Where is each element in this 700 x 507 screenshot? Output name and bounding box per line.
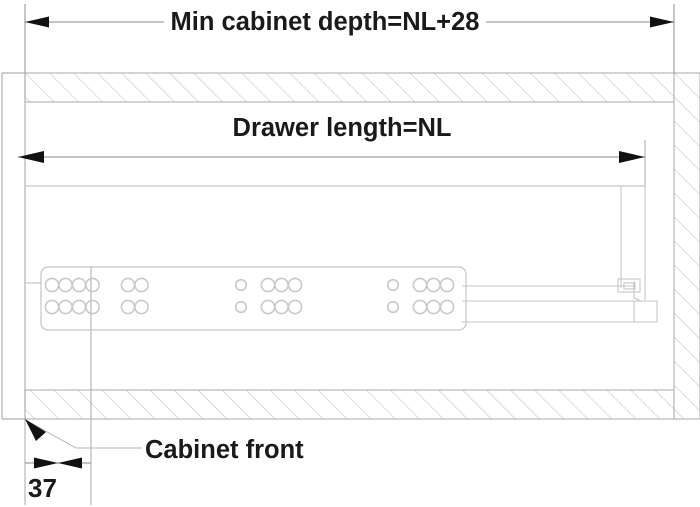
slide-hole-small [234, 300, 248, 314]
arrow-head-left [25, 16, 49, 28]
dimension-min-cabinet-depth: Min cabinet depth=NL+28 [25, 6, 674, 38]
arrow-head-right [650, 16, 674, 28]
rear-bracket-hook [633, 281, 642, 302]
cabinet-top-panel [24, 72, 675, 103]
slide-hole-small [386, 278, 400, 292]
slide-hole [44, 277, 60, 293]
arrow-head-right [619, 151, 645, 163]
cabinet-bottom-panel [24, 389, 675, 420]
slide-hole [85, 299, 100, 315]
slide-mounting-plate [40, 266, 467, 331]
cabinet-front-panel [1, 72, 26, 420]
slide-hole-small [234, 278, 248, 292]
dimension-drawer-length: Drawer length=NL [18, 112, 645, 163]
slide-hole [439, 299, 455, 315]
slide-hole [71, 277, 87, 293]
callout-arrow-head [25, 419, 46, 441]
min-cabinet-depth-label: Min cabinet depth=NL+28 [171, 8, 480, 36]
slide-hole [274, 299, 289, 315]
rear-clip-outer [617, 278, 641, 293]
slide-hole [44, 299, 60, 315]
slide-hole [260, 299, 276, 315]
slide-hole [120, 277, 136, 293]
drawer-assembly [25, 185, 658, 331]
front-offset-label: 37 [28, 473, 57, 503]
slide-hole [412, 277, 428, 293]
slide-hole [274, 277, 289, 293]
slide-hole [120, 299, 136, 315]
slide-hole [412, 299, 428, 315]
slide-hole [287, 299, 303, 315]
slide-hole [71, 299, 87, 315]
slide-hole [134, 277, 149, 293]
drawer-length-label: Drawer length=NL [233, 114, 452, 142]
rear-clip-inner [623, 282, 636, 290]
dimension-front-offset: 37 [25, 457, 91, 503]
cabinet-front-label: Cabinet front [145, 436, 304, 464]
slide-hole [85, 277, 100, 293]
arrow-head-inward-right [58, 457, 82, 469]
slide-hole [287, 277, 303, 293]
arrow-head-left [18, 151, 44, 163]
cabinet-rear-panel [673, 72, 700, 420]
slide-hole-pattern [44, 277, 455, 315]
arrow-head-inward-left [34, 457, 58, 469]
slide-hole [260, 277, 276, 293]
slide-hole [439, 277, 455, 293]
slide-hole-small [386, 300, 400, 314]
slide-hole [58, 277, 73, 293]
callout-leader-angled [30, 422, 77, 449]
callout-cabinet-front: Cabinet front [25, 419, 304, 464]
cabinet-carcass [24, 72, 700, 420]
slide-hole [58, 299, 73, 315]
slide-hole [134, 299, 149, 315]
slide-hole [426, 277, 441, 293]
rear-bracket-body [633, 300, 658, 323]
slide-hole [426, 299, 441, 315]
